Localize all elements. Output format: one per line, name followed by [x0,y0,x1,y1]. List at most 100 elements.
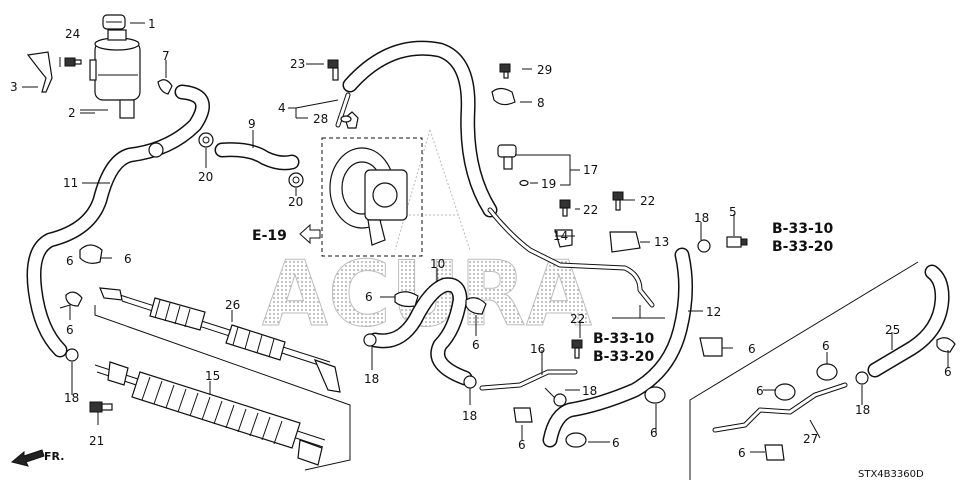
callout-18-left: 18 [64,391,79,405]
section-lines [94,261,919,480]
gearbox-15 [94,361,326,466]
callout-17: 17 [583,163,598,177]
clamp-6-h [644,386,666,404]
callout-22-a: 22 [640,194,655,208]
bracket-13 [609,231,641,253]
callout-6-l: 6 [738,446,746,460]
clamp-6-g [565,432,587,448]
clamp-6-a [79,244,103,264]
callout-6-d: 6 [472,338,480,352]
callout-27: 27 [803,432,818,446]
clamp-18-top [697,239,711,253]
callout-4: 4 [278,101,286,115]
reservoir-cap [102,14,126,30]
clamp-20-b [288,172,304,188]
callout-6-a: 6 [124,252,132,266]
reference-b33-10-mid[interactable]: B-33-10 [593,331,655,347]
bolt-29 [499,63,511,79]
reference-e19[interactable]: E-19 [252,228,287,244]
callout-18-d: 18 [462,409,477,423]
callout-20-a: 20 [198,170,213,184]
reference-b33-10-top[interactable]: B-33-10 [772,221,834,237]
front-arrow-icon [10,449,45,467]
callout-labels: 1 2 3 24 7 4 28 23 9 11 20 20 29 8 17 19… [10,17,952,460]
bolt-24 [64,57,82,67]
callout-19: 19 [541,177,556,191]
callout-12: 12 [706,305,721,319]
callout-6-f: 6 [518,438,526,452]
callout-6-k: 6 [944,365,952,379]
callout-25: 25 [885,323,900,337]
callout-8: 8 [537,96,545,110]
clamp-6-b [65,291,83,307]
bracket-14 [554,229,573,248]
clamp-8 [491,87,516,106]
hose-9 [214,142,300,171]
callout-22-b: 22 [583,203,598,217]
clamp-6-c [394,291,419,308]
pipe-27 [712,382,848,433]
callout-26: 26 [225,298,240,312]
callout-28: 28 [313,112,328,126]
clamp-20-a [198,132,214,148]
clamp-7 [157,79,173,95]
callout-18-mid: 18 [582,384,597,398]
callout-9: 9 [248,117,256,131]
callout-23: 23 [290,57,305,71]
bolt-23 [327,59,339,81]
callout-10: 10 [430,257,445,271]
bolt-22-b [559,199,571,217]
front-label: FR. [44,450,64,463]
callout-6-i: 6 [756,384,764,398]
callout-24: 24 [65,27,80,41]
hose-10 [367,277,473,386]
reference-arrow-icon [299,223,321,245]
hose-12 [542,247,694,448]
pressure-switch [497,144,517,170]
callout-6-g: 6 [612,436,620,450]
hose-25 [867,264,950,378]
callout-16: 16 [530,342,545,356]
reference-b33-20-mid[interactable]: B-33-20 [593,349,655,365]
callout-13: 13 [654,235,669,249]
reservoir-bracket [26,51,53,93]
hose-11 [26,84,210,358]
clamp-6-j [816,363,838,381]
union-bolt-5 [726,236,748,248]
callout-6-j: 6 [822,339,830,353]
section-references: E-19 B-33-10 B-33-20 B-33-10 B-33-20 [252,221,834,365]
callout-6-m: 6 [66,254,74,268]
power-steering-pump [321,111,423,257]
callout-6-e: 6 [748,342,756,356]
leader-lines [22,22,949,453]
callout-18-c: 18 [364,372,379,386]
callout-6-c: 6 [365,290,373,304]
callout-6-b: 6 [66,323,74,337]
pipe-16 [479,369,578,391]
callout-20-b: 20 [288,195,303,209]
pressure-hose [335,40,655,308]
bolt-21 [89,401,113,413]
callout-3: 3 [10,80,18,94]
callout-18-e: 18 [855,403,870,417]
clamp-6-f [513,407,533,423]
clamp-6-i [774,383,796,401]
o-ring-19 [519,179,529,187]
callout-7: 7 [162,49,170,63]
o-ring-28 [340,115,352,123]
callout-15: 15 [205,369,220,383]
callout-22-c: 22 [570,312,585,326]
callout-29: 29 [537,63,552,77]
bolt-22-a [612,191,624,211]
callout-1: 1 [148,17,156,31]
clamp-6-e [699,337,723,357]
callout-18-top: 18 [694,211,709,225]
clamp-6-k [764,444,785,461]
reference-b33-20-top[interactable]: B-33-20 [772,239,834,255]
reservoir-tank [89,29,141,119]
callout-11: 11 [63,176,78,190]
clamp-6-l [936,337,956,353]
bolt-22-c [571,339,583,359]
callout-14: 14 [553,229,568,243]
